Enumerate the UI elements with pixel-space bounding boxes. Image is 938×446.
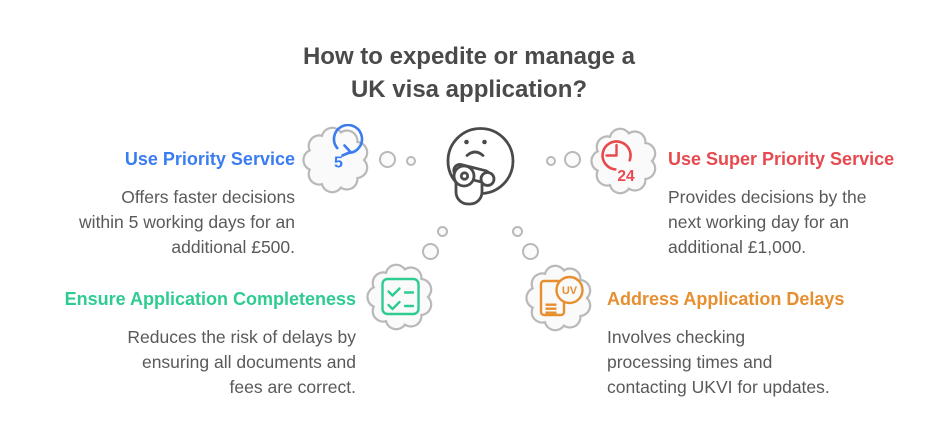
left-eye (464, 139, 469, 145)
clock-ring (601, 140, 632, 171)
completeness-desc-line: ensuring all documents and (141, 352, 356, 372)
thought-dot (437, 226, 448, 237)
page-title-line1: How to expedite or manage a (302, 43, 636, 70)
cycle-arrow-head (341, 144, 352, 157)
checklist-box (381, 277, 420, 316)
cycle-arrow-arc (332, 124, 364, 155)
hand-curl-inner (459, 171, 470, 181)
priority-service-heading: Use Priority Service (124, 149, 295, 169)
thought-dot (564, 151, 581, 168)
delays-heading: Address Application Delays (607, 289, 845, 309)
thought-dot (422, 243, 439, 260)
clock-24-icon: 24 (590, 127, 657, 195)
page-title: How to expedite or manage a UK visa appl… (0, 40, 938, 106)
section-priority-service: Use Priority Service Offers faster decis… (0, 148, 295, 260)
completeness-desc-line: fees are correct. (229, 377, 356, 397)
uv-stamp-label: UV (562, 285, 578, 297)
delays-desc-line: contacting UKVI for updates. (607, 377, 830, 397)
thought-dot (406, 156, 416, 166)
thought-dot (546, 156, 556, 166)
super-priority-desc-line: next working day for an (668, 212, 849, 232)
section-application-completeness: Ensure Application Completeness Reduces … (0, 288, 356, 400)
super-priority-desc-line: additional £1,000. (668, 237, 807, 257)
frown-mouth (465, 150, 485, 157)
delays-desc-line: processing times and (607, 352, 773, 372)
check-mark (387, 300, 401, 311)
priority-service-desc-line: additional £500. (171, 237, 295, 257)
visa-document-uv-icon: UV (525, 264, 592, 332)
check-mark (387, 287, 401, 297)
page-title-line2: UK visa application? (350, 76, 588, 103)
thought-dot (522, 243, 539, 260)
thinking-hand (452, 163, 496, 206)
uv-stamp-circle (555, 275, 584, 305)
hand-curl (452, 164, 476, 188)
icon-number-24: 24 (617, 168, 635, 185)
clock-cycle-5-icon: 5 (302, 124, 369, 194)
thought-dot (512, 226, 523, 237)
section-application-delays: Address Application Delays Involves chec… (607, 288, 932, 400)
clock-hands (605, 143, 618, 157)
completeness-desc-line: Reduces the risk of delays by (127, 327, 356, 347)
thought-dot (379, 151, 396, 168)
thinking-face-icon (446, 127, 515, 206)
document-line (545, 307, 557, 310)
completeness-heading: Ensure Application Completeness (64, 289, 356, 309)
right-eye (482, 139, 487, 145)
hand-finger-tip (479, 171, 496, 187)
icon-number-5: 5 (334, 155, 343, 172)
super-priority-heading: Use Super Priority Service (668, 149, 895, 169)
document-line (545, 311, 557, 314)
delays-desc-line: Involves checking (607, 327, 746, 347)
document-line (545, 303, 557, 306)
checklist-icon (366, 263, 433, 331)
priority-service-desc-line: within 5 working days for an (79, 212, 295, 232)
super-priority-desc-line: Provides decisions by the (668, 187, 867, 207)
thought-bubble (366, 263, 433, 331)
priority-service-desc-line: Offers faster decisions (121, 187, 295, 207)
section-super-priority-service: Use Super Priority Service Provides deci… (668, 148, 938, 260)
